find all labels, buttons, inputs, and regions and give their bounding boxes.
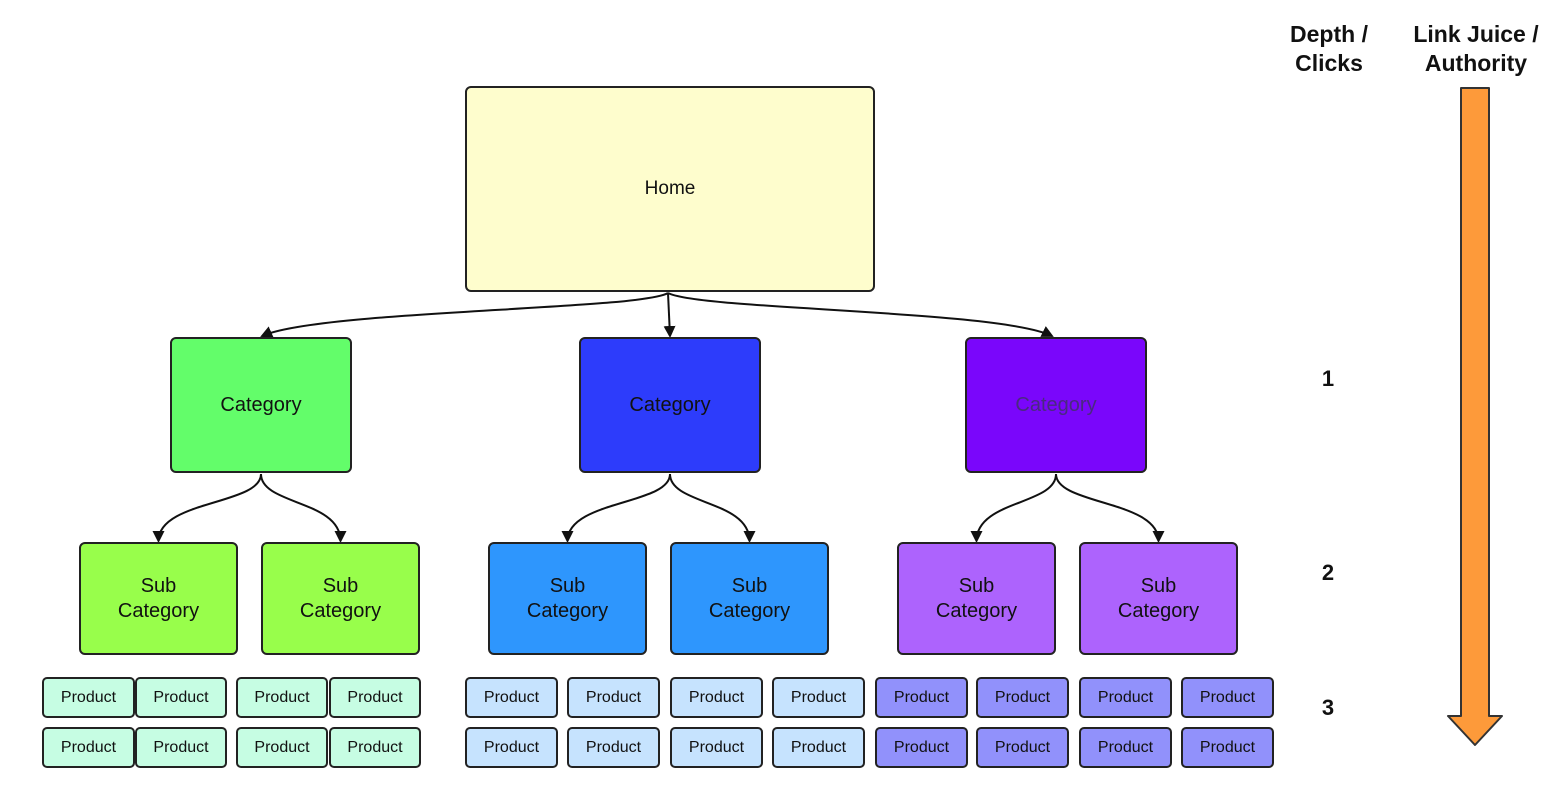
product-box: Product	[567, 727, 660, 768]
home-label: Home	[644, 178, 696, 199]
category-box: Category	[579, 337, 761, 473]
subcategory-label-line2: Category	[708, 599, 791, 622]
product-label: Product	[994, 688, 1051, 706]
connectors	[152, 292, 1165, 543]
category-label: Category	[629, 393, 711, 416]
home-box: Home	[465, 86, 875, 292]
link-juice-header: Link Juice / Authority	[1398, 20, 1554, 78]
product-label: Product	[1199, 688, 1256, 706]
product-box: Product	[1181, 727, 1274, 768]
category-label: Category	[220, 393, 302, 416]
product-label: Product	[893, 738, 950, 756]
depth-clicks-header: Depth / Clicks	[1266, 20, 1392, 78]
subcategory-label-line2: Category	[1117, 599, 1200, 622]
category-box: Category	[170, 337, 352, 473]
product-box: Product	[875, 727, 968, 768]
product-label: Product	[893, 688, 950, 706]
product-label: Product	[1199, 738, 1256, 756]
depth-level-3: 3	[1321, 695, 1335, 720]
product-box: Product	[236, 727, 328, 768]
subcategory-label-line1: Sub	[549, 574, 586, 597]
link-juice-header-line1: Link Juice /	[1413, 21, 1539, 47]
product-label: Product	[347, 688, 403, 706]
product-box: Product	[236, 677, 328, 718]
product-label: Product	[994, 738, 1051, 756]
product-box: Product	[670, 677, 763, 718]
category-to-subcategory-connector	[669, 473, 756, 543]
product-label: Product	[1097, 688, 1154, 706]
product-label: Product	[60, 688, 117, 706]
home-to-category-connector	[667, 292, 1054, 337]
depth-header-line2: Clicks	[1295, 50, 1363, 76]
home-to-category-connector	[663, 292, 676, 338]
product-label: Product	[688, 738, 745, 756]
category-to-subcategory-connector	[970, 473, 1057, 543]
product-label: Product	[790, 738, 847, 756]
product-box: Product	[670, 727, 763, 768]
product-box: Product	[1181, 677, 1274, 718]
product-box: Product	[567, 677, 660, 718]
product-box: Product	[42, 677, 135, 718]
depth-level-1: 1	[1321, 366, 1335, 391]
product-label: Product	[254, 688, 310, 706]
subcategory-label-line1: Sub	[731, 574, 768, 597]
subcategory-label-line2: Category	[935, 599, 1018, 622]
product-label: Product	[254, 738, 310, 756]
product-box: Product	[772, 727, 865, 768]
product-box: Product	[42, 727, 135, 768]
category-box: Category	[965, 337, 1147, 473]
link-juice-arrow	[1447, 87, 1503, 746]
product-label: Product	[347, 738, 403, 756]
depth-level-2: 2	[1321, 560, 1335, 585]
product-box: Product	[1079, 677, 1172, 718]
category-to-subcategory-connector	[152, 473, 262, 543]
home-to-category-connector	[260, 292, 669, 338]
product-box: Product	[135, 727, 227, 768]
product-label: Product	[153, 688, 209, 706]
product-label: Product	[585, 738, 642, 756]
product-label: Product	[790, 688, 847, 706]
product-label: Product	[688, 688, 745, 706]
product-label: Product	[1097, 738, 1154, 756]
product-box: Product	[875, 677, 968, 718]
subcategory-label-line2: Category	[299, 599, 382, 622]
product-box: Product	[976, 727, 1069, 768]
link-juice-header-line2: Authority	[1424, 50, 1528, 76]
product-box: Product	[772, 677, 865, 718]
subcategory-label-line1: Sub	[140, 574, 177, 597]
product-box: Product	[329, 727, 421, 768]
product-box: Product	[329, 677, 421, 718]
subcategory-label-line2: Category	[526, 599, 609, 622]
category-to-subcategory-connector	[1055, 473, 1165, 543]
product-box: Product	[135, 677, 227, 718]
subcategory-label-line1: Sub	[1140, 574, 1177, 597]
product-label: Product	[483, 738, 540, 756]
category-to-subcategory-connector	[260, 473, 347, 543]
product-label: Product	[153, 738, 209, 756]
product-label: Product	[483, 688, 540, 706]
subcategory-label-line2: Category	[117, 599, 200, 622]
subcategory-label-line1: Sub	[958, 574, 995, 597]
product-label: Product	[585, 688, 642, 706]
category-to-subcategory-connector	[561, 473, 671, 543]
product-box: Product	[465, 727, 558, 768]
product-box: Product	[976, 677, 1069, 718]
depth-header-line1: Depth /	[1290, 21, 1368, 47]
product-label: Product	[60, 738, 117, 756]
subcategory-label-line1: Sub	[322, 574, 359, 597]
product-box: Product	[1079, 727, 1172, 768]
product-box: Product	[465, 677, 558, 718]
category-label: Category	[1015, 393, 1097, 416]
